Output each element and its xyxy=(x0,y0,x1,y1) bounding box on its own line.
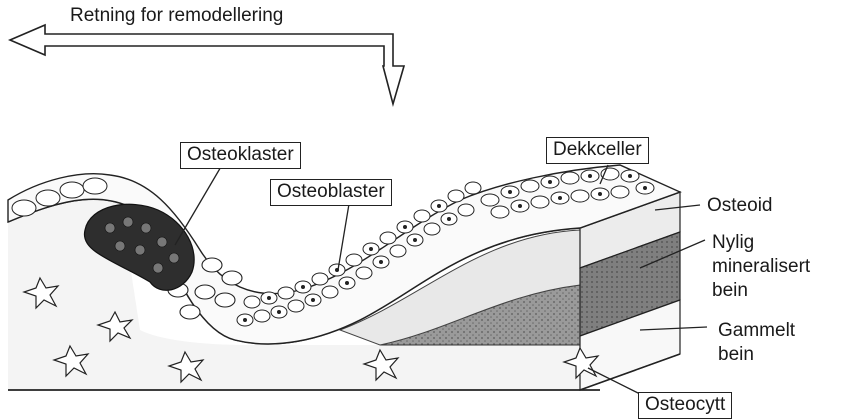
leader-osteoklaster xyxy=(175,165,222,245)
label-nylig-mineralisert-bein-line1: Nylig xyxy=(712,232,754,254)
remodeling-direction-arrow xyxy=(10,25,404,104)
label-osteoklaster: Osteoklaster xyxy=(180,142,301,169)
label-gammelt-bein-line2: bein xyxy=(718,344,754,366)
label-osteoid: Osteoid xyxy=(707,195,772,217)
label-nylig-mineralisert-bein-line3: bein xyxy=(712,280,748,302)
label-osteocytt: Osteocytt xyxy=(638,392,732,419)
label-dekkceller: Dekkceller xyxy=(546,137,649,164)
diagram-title: Retning for remodellering xyxy=(70,5,283,27)
label-nylig-mineralisert-bein-line2: mineralisert xyxy=(712,256,810,278)
label-osteoblaster: Osteoblaster xyxy=(270,179,392,206)
label-gammelt-bein-line1: Gammelt xyxy=(718,320,795,342)
